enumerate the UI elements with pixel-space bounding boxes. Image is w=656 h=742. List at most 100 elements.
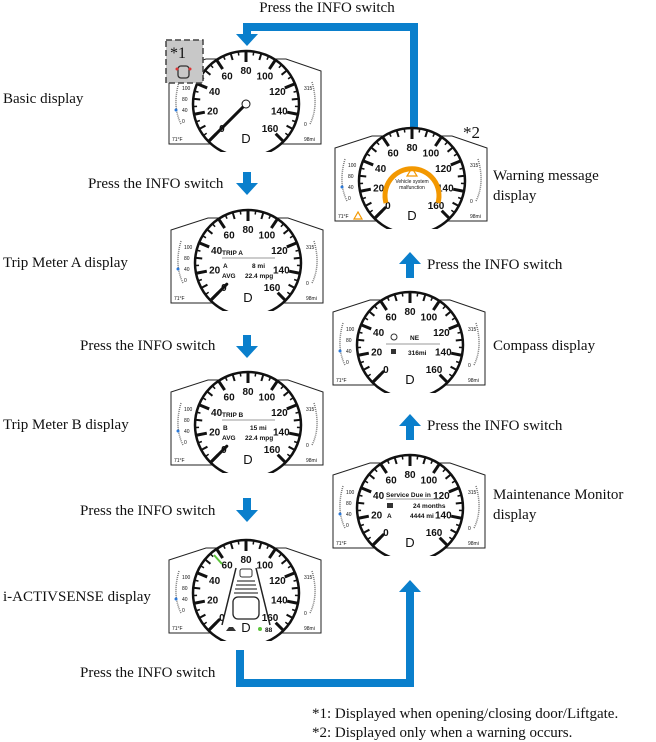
- tick: [453, 153, 457, 157]
- maintenance-months: 24 months: [413, 503, 446, 510]
- needle: [209, 444, 229, 464]
- tick: [201, 445, 208, 451]
- temp-scale-label: 40: [182, 597, 188, 603]
- tick: [365, 480, 369, 484]
- tick: [358, 338, 365, 342]
- temperature-marker: [176, 429, 180, 433]
- needle: [209, 282, 229, 302]
- tick: [444, 311, 451, 317]
- tick: [196, 119, 201, 123]
- label-compass-display: Compass display: [493, 338, 596, 354]
- distance-bar: [236, 584, 256, 586]
- tick: [196, 256, 203, 260]
- distance-icon: A: [387, 513, 392, 520]
- tick: [293, 440, 298, 444]
- tick: [229, 53, 234, 61]
- tick: [286, 241, 297, 249]
- tick: [359, 331, 363, 334]
- tick: [295, 249, 299, 252]
- outside-temperature: 71°F: [174, 296, 185, 302]
- tick: [393, 457, 398, 465]
- tick: [217, 380, 226, 391]
- label-maintenance-display-2: display: [493, 507, 537, 523]
- tick: [196, 269, 208, 275]
- fuel-scale-label: 0: [468, 526, 471, 532]
- temp-scale-label: 100: [348, 163, 357, 169]
- tick: [422, 294, 427, 302]
- tick: [205, 453, 210, 457]
- speed-label: 140: [435, 348, 452, 359]
- tick: [266, 56, 269, 61]
- tick: [289, 397, 293, 401]
- needle: [371, 533, 385, 547]
- tick: [231, 212, 236, 220]
- temperature-gauge: [175, 570, 182, 614]
- temp-scale-label: 100: [346, 327, 355, 333]
- arrow-head-icon: [399, 580, 421, 592]
- speed-label: 20: [371, 348, 383, 359]
- tick: [360, 523, 365, 527]
- tick: [194, 586, 201, 590]
- fuel-gauge: [473, 322, 480, 366]
- tick: [361, 167, 365, 170]
- warning-message-1: Vehicle system: [395, 179, 428, 185]
- temp-scale-label: 0: [346, 360, 349, 366]
- label-activsense-display: i-ACTIVSENSE display: [3, 589, 151, 605]
- speed-label: 120: [271, 408, 288, 419]
- tick: [201, 283, 208, 289]
- fuel-gauge: [309, 570, 316, 614]
- cluster-compass: 020406080100120140160D1008040071°F315098…: [332, 290, 486, 393]
- tick: [432, 300, 441, 311]
- speed-label: 160: [262, 124, 279, 135]
- tick: [205, 291, 210, 295]
- speed-label: 80: [240, 555, 252, 566]
- tick: [286, 453, 291, 457]
- trip-icon: A: [223, 263, 228, 270]
- transition-label: Press the INFO switch: [427, 257, 563, 273]
- range-readout: 98mi: [306, 458, 317, 464]
- speed-label: 100: [421, 313, 438, 324]
- compass-heading: NE: [410, 335, 420, 342]
- fuel-gauge: [309, 81, 316, 125]
- tick: [194, 97, 201, 101]
- dial-ring: [355, 453, 465, 556]
- tick: [358, 514, 370, 520]
- cluster-trip-b: 020406080100120140160D1008040071°F315098…: [170, 370, 324, 473]
- tick: [379, 300, 388, 311]
- tick: [286, 291, 291, 295]
- tick: [448, 323, 459, 331]
- fuel-pump-icon: [391, 349, 396, 354]
- avg-label: AVG: [222, 435, 236, 442]
- outside-temperature: 71°F: [172, 626, 183, 632]
- trip-a-distance: 8 mi: [252, 263, 265, 270]
- cluster-basic: 020406080100120140160D1008040071°F315098…: [168, 49, 322, 152]
- cluster-warning: 020406080100120140160D1008040071°F315098…: [334, 126, 488, 229]
- tick: [361, 486, 372, 494]
- tick: [442, 305, 446, 310]
- tick: [203, 621, 208, 625]
- tick: [196, 608, 201, 612]
- speed-label: 140: [273, 428, 290, 439]
- range-readout: 98mi: [304, 626, 315, 632]
- temp-scale-label: 100: [346, 490, 355, 496]
- door-open-indicator: *1: [165, 39, 204, 84]
- arrow-head-icon: [236, 183, 258, 195]
- tick: [455, 501, 462, 505]
- speed-label: 100: [259, 393, 276, 404]
- temperature-gauge: [341, 158, 348, 202]
- gear-indicator: D: [407, 208, 416, 223]
- temperature-marker: [174, 108, 178, 112]
- temp-scale-label: 40: [346, 349, 352, 355]
- speed-label: 80: [242, 387, 254, 398]
- tick: [365, 201, 372, 207]
- tick: [395, 130, 400, 138]
- tick: [455, 360, 460, 364]
- tick: [289, 235, 293, 239]
- tick: [452, 201, 459, 207]
- speed-label: 20: [209, 266, 221, 277]
- tick: [217, 218, 226, 229]
- fuel-scale-label: 0: [306, 443, 309, 449]
- temp-scale-label: 80: [346, 501, 352, 507]
